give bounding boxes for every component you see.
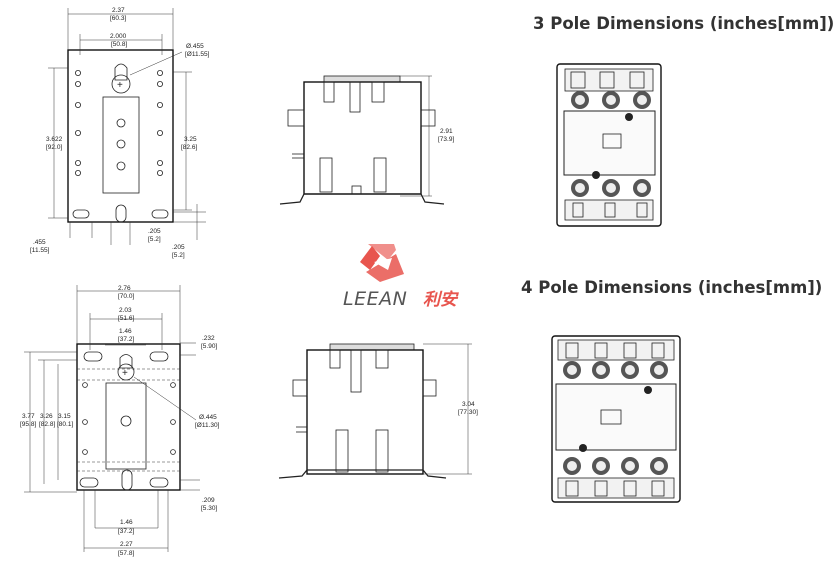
four-pole-hole-span: 2.03 [119,307,132,314]
three-pole-edge-offset: .205 [172,244,185,251]
four-pole-heading: 4 Pole Dimensions (inches[mm]) [521,278,823,297]
four-pole-height3: 3.15 [58,413,71,420]
svg-text:+: + [122,368,128,379]
four-pole-top-edge-mm: [5.90] [201,343,217,350]
logo-text: LEEAN [343,288,407,310]
three-pole-front-view: + [48,8,206,245]
four-pole-base-width: 2.27 [120,541,133,548]
four-pole-height2-mm: [82.8] [39,421,55,428]
leean-logo [360,244,404,282]
three-pole-side-height: 2.91 [440,128,453,135]
four-pole-height3-mm: [80.1] [57,421,73,428]
three-pole-edge-offset-mm: [5.2] [172,252,185,259]
three-pole-slot-width-mm: [5.2] [148,236,161,243]
four-pole-width: 2.76 [118,285,131,292]
four-pole-height: 3.77 [22,413,35,420]
three-pole-height-mm: [92.0] [46,144,62,151]
three-pole-hole-dia: Ø.455 [186,43,204,50]
four-pole-inner-span-mm: [37.2] [118,336,134,343]
four-pole-front-view: + [24,285,200,552]
three-pole-hole-dia-mm: [Ø11.55] [185,51,210,58]
three-pole-mount-height-mm: [82.6] [181,144,197,151]
three-pole-side-view [279,75,445,205]
four-pole-hole-dia: Ø.445 [199,414,217,421]
three-pole-width: 2.37 [112,7,125,14]
four-pole-base-width-mm: [57.8] [118,550,134,557]
four-pole-inner-span: 1.46 [119,328,132,335]
four-pole-contactor-image [551,335,681,503]
three-pole-hole-span: 2.000 [110,33,127,40]
four-pole-bottom-span-mm: [37.2] [118,528,134,535]
four-pole-width-mm: [70.0] [118,293,134,300]
four-pole-slot-edge-mm: [5.30] [201,505,217,512]
three-pole-slot-offset-mm: [11.55] [30,247,50,254]
three-pole-side-height-mm: [73.9] [438,136,454,143]
four-pole-side-view [278,343,472,479]
dimension-drawing: + 2.37 [ [20,7,681,557]
four-pole-hole-span-mm: [51.6] [118,315,134,322]
three-pole-heading: 3 Pole Dimensions (inches[mm]) [533,14,834,33]
logo-text-cjk: 利安 [423,290,459,310]
three-pole-mount-height: 3.25 [184,136,197,143]
three-pole-width-mm: [60.3] [110,15,126,22]
four-pole-slot-edge: .209 [202,497,215,504]
three-pole-slot-offset: .455 [33,239,46,246]
four-pole-bottom-span: 1.46 [120,519,133,526]
svg-text:+: + [117,80,123,91]
four-pole-height-mm: [95.8] [20,421,36,428]
four-pole-top-edge: .232 [202,335,215,342]
three-pole-slot-width: .205 [148,228,161,235]
three-pole-hole-span-mm: [50.8] [111,41,127,48]
three-pole-height: 3.622 [46,136,63,143]
four-pole-hole-dia-mm: [Ø11.30] [195,422,220,429]
four-pole-side-height: 3.04 [462,401,475,408]
four-pole-height2: 3.26 [40,413,53,420]
three-pole-contactor-image [556,63,662,227]
four-pole-side-height-mm: [77.30] [458,409,478,416]
